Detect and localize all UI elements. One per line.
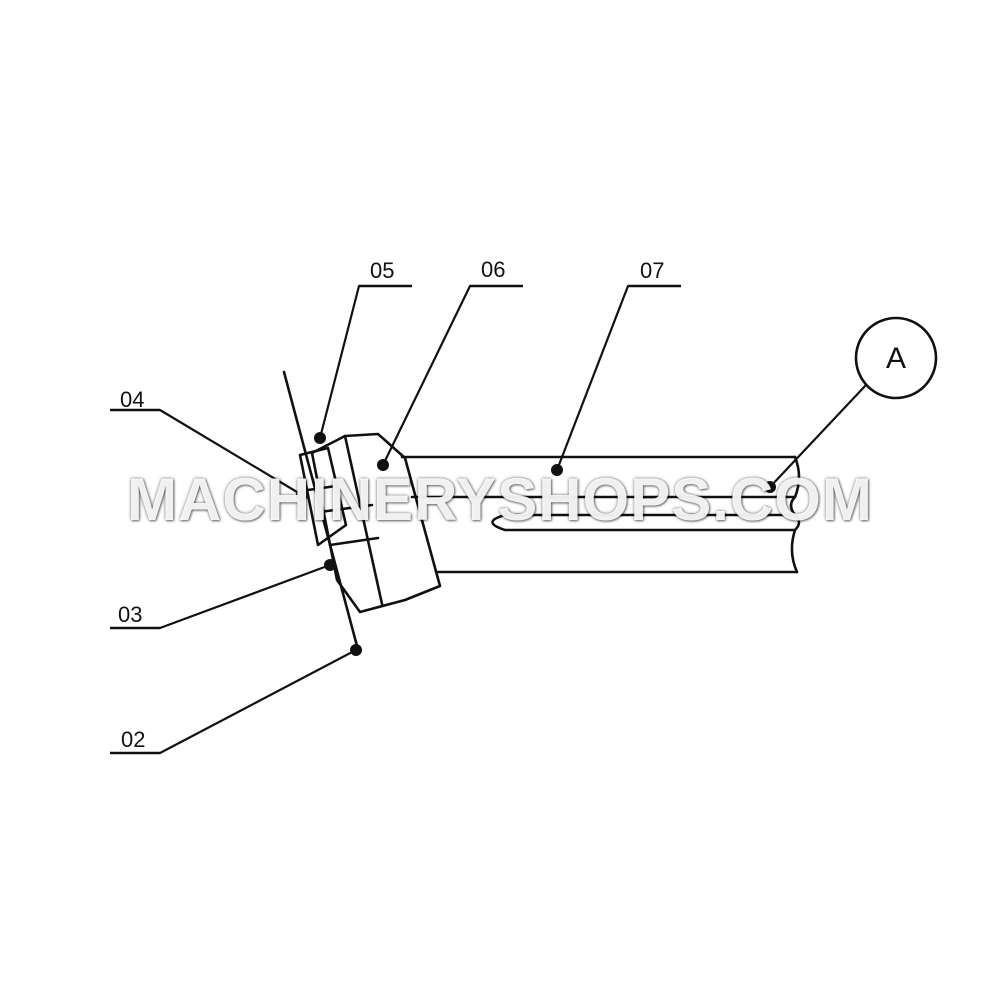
leader-04 [158,408,304,497]
flange-plate [282,370,359,648]
callout-02: 02 [121,727,146,752]
hex-nut-face-2 [318,503,374,514]
leader-detail-a [768,383,868,489]
break-line [789,455,801,574]
leader-dot-07 [551,464,563,476]
tube-u-bend [491,513,797,532]
leader-07 [555,284,630,472]
leader-06 [381,284,472,467]
callout-07: 07 [640,258,665,283]
callout-05: 05 [370,258,395,283]
hex-nut [310,432,442,614]
leader-dot-04 [296,489,308,501]
leader-03 [158,563,332,630]
watermark-text: MACHINERYSHOPS.COM [127,466,873,533]
callout-03: 03 [118,602,143,627]
leader-05 [318,284,361,440]
leader-dot-06 [377,459,389,471]
detail-circle [854,316,938,400]
leader-dot-05 [314,432,326,444]
callout-04: 04 [120,387,145,412]
hex-nut-face-3 [328,536,380,547]
leader-dot-03 [324,559,336,571]
detail-marker-label: A [885,342,906,375]
leader-02 [158,648,358,755]
hex-nut-face-1 [343,434,384,606]
leader-dot-detail-a [764,481,776,493]
seal-inner-line [306,484,338,492]
leader-dot-02 [350,644,362,656]
callout-06: 06 [481,257,506,282]
